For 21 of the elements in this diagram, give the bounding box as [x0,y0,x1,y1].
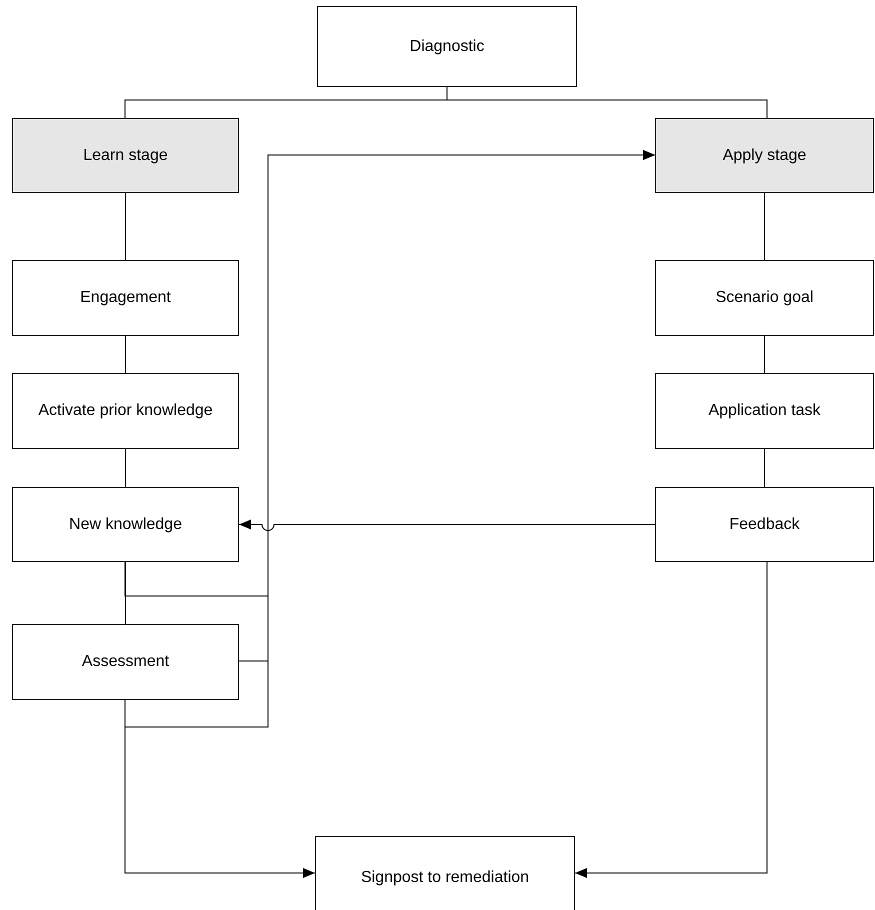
process-box: Scenario goal [655,260,874,336]
connector-line [764,448,765,488]
process-box: Assessment [12,624,239,700]
connector-line [764,336,765,374]
process-box: Diagnostic [317,6,577,87]
process-box: Feedback [655,487,874,562]
process-box: Application task [655,373,874,449]
process-box: New knowledge [12,487,239,562]
process-box: Engagement [12,260,239,336]
connector-line [125,336,126,374]
connector-line [764,192,765,260]
arrow [124,150,656,728]
connector-line [125,562,126,624]
connector-line [125,448,126,488]
stage-box: Apply stage [655,118,874,193]
process-box: Signpost to remediation [315,836,575,910]
arrow [574,562,768,878]
stage-box: Learn stage [12,118,239,193]
arrow [238,520,656,531]
connector-line [125,192,126,260]
process-box: Activate prior knowledge [12,373,239,449]
